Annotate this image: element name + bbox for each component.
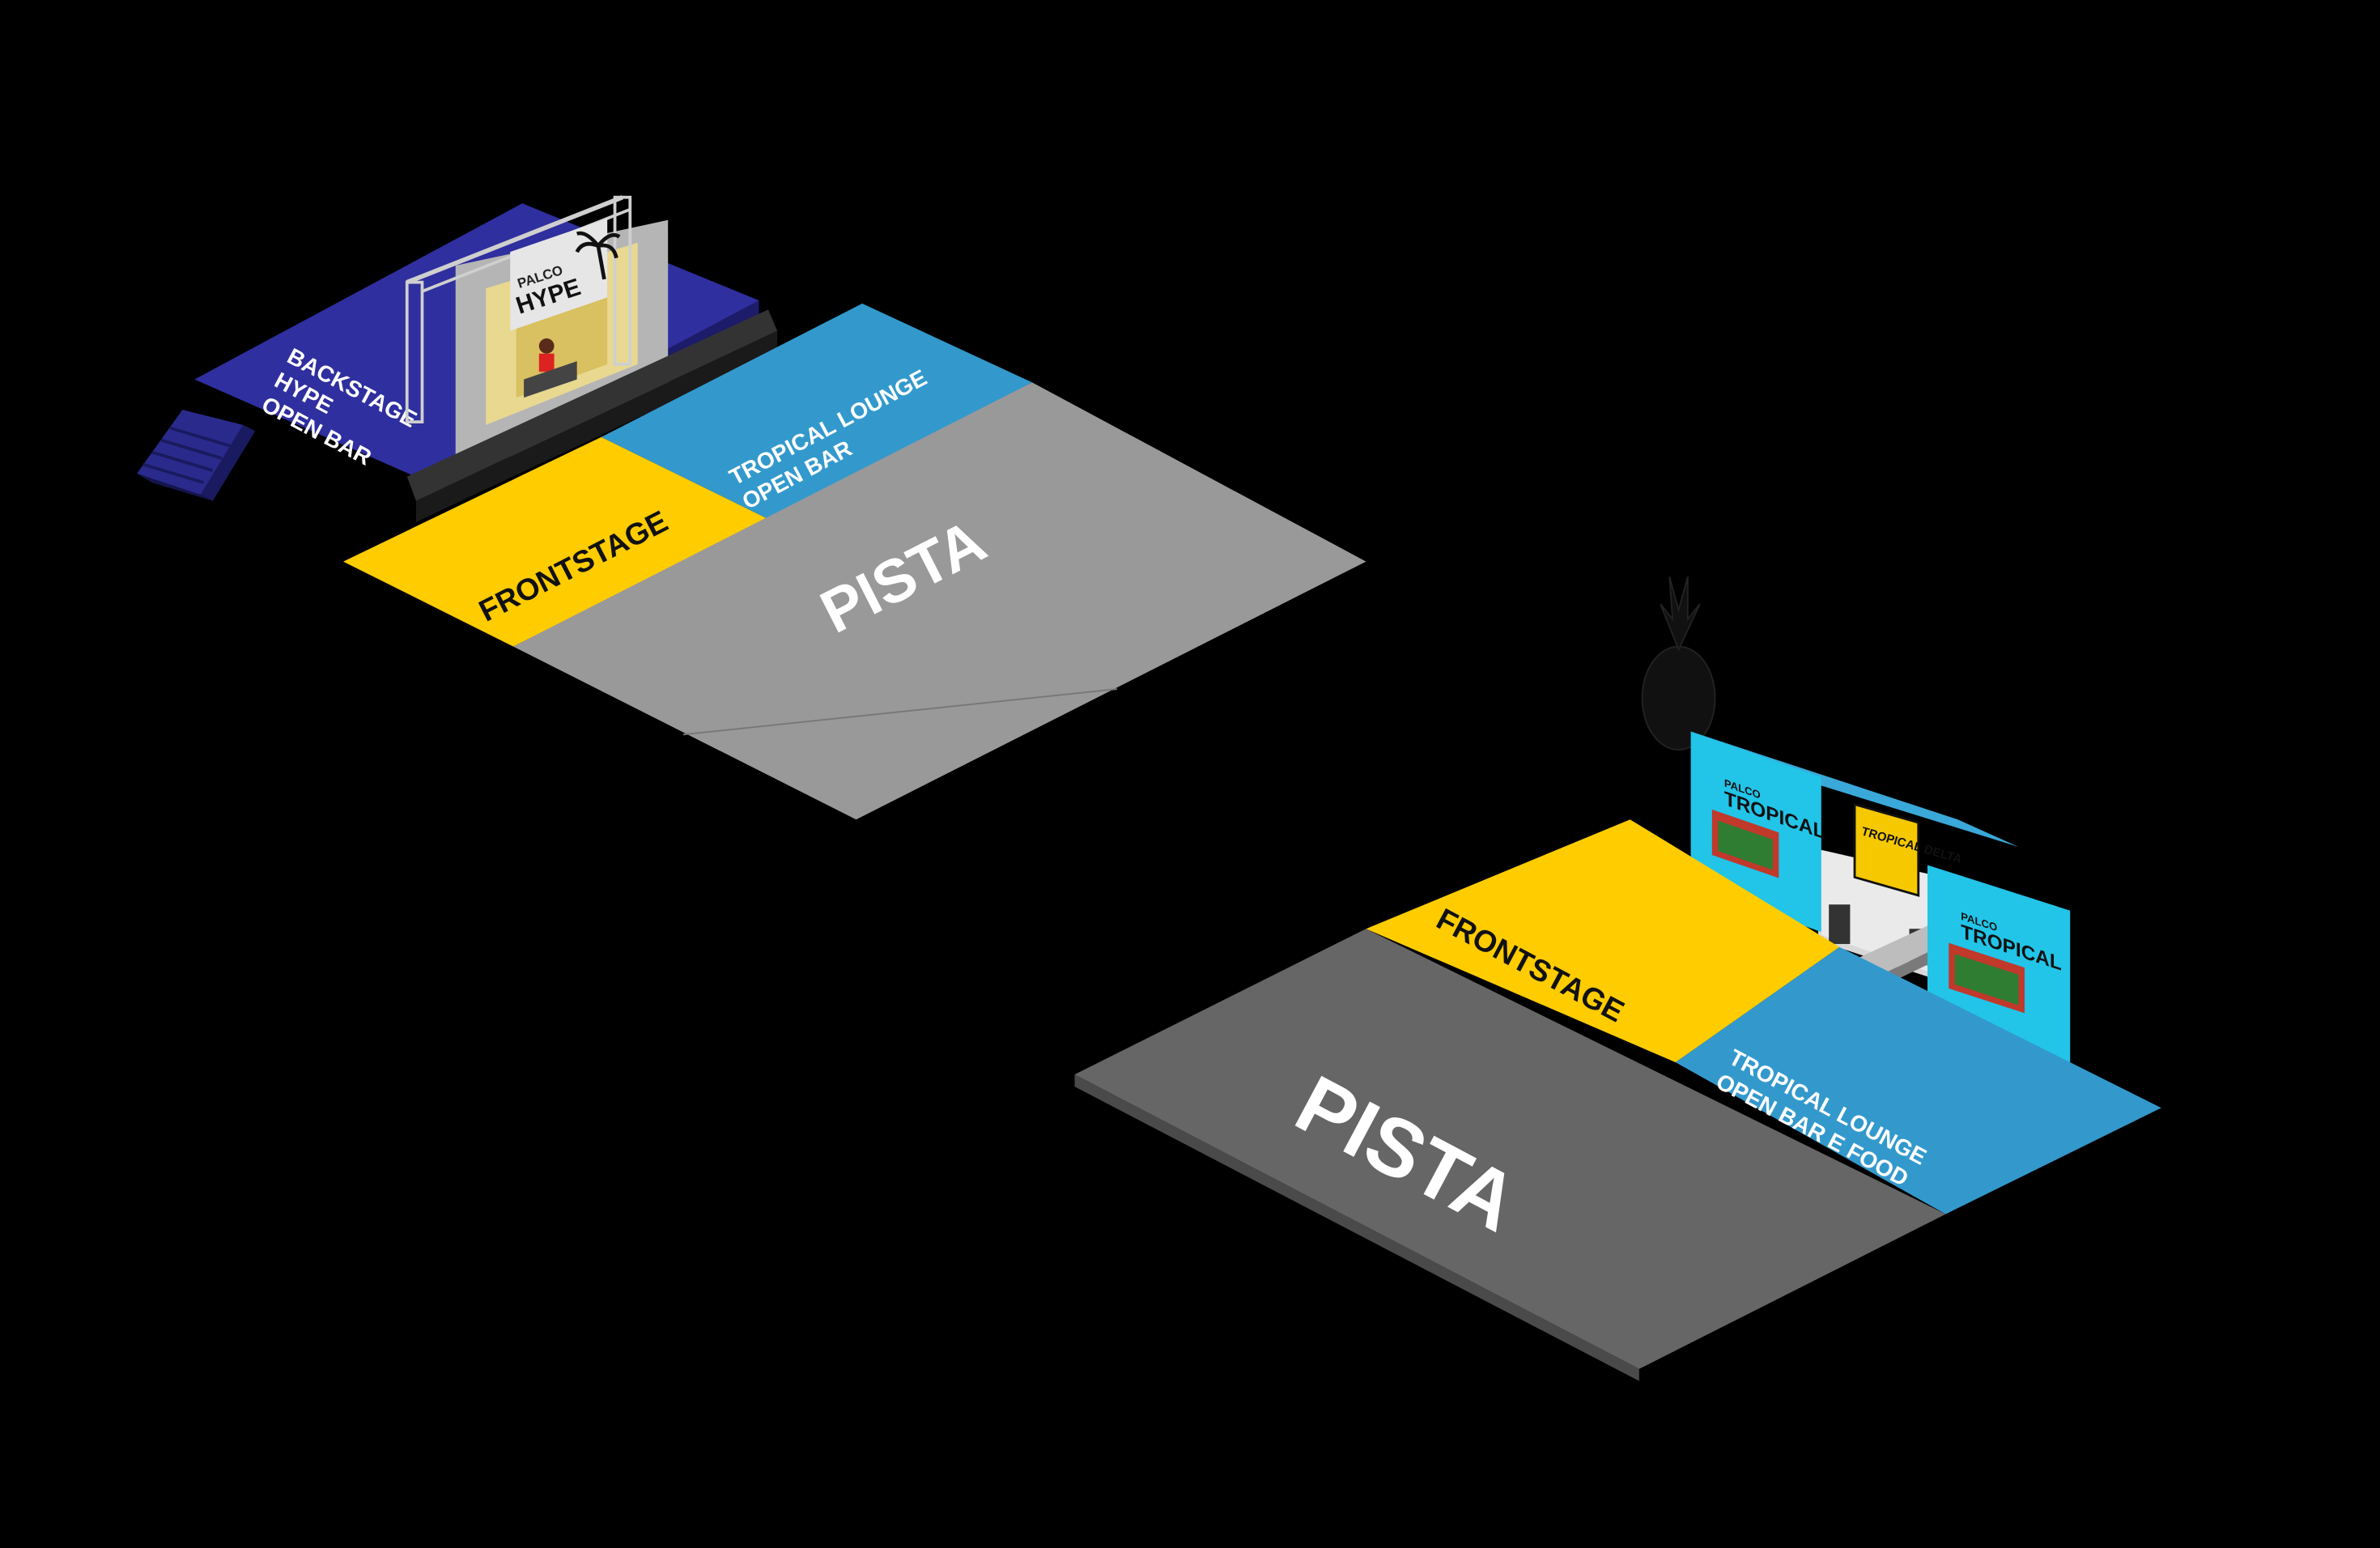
- hype-logo-panel: PALCO HYPE: [510, 218, 621, 331]
- stage-1-area: BACKSTAGE HYPE OPEN BAR PALCO: [137, 195, 1366, 820]
- frontstage-zone-1[interactable]: FRONTSTAGE: [343, 436, 768, 647]
- palm-tree-icon: [575, 231, 621, 280]
- speaker-array-1: [406, 309, 778, 522]
- pineapple-icon: [1641, 576, 1716, 751]
- stage-2-area: PALCO TROPICAL TROPICAL DELTA PALCO TROP…: [1074, 576, 2161, 1381]
- pista-zone-2[interactable]: PISTA: [1074, 929, 1946, 1381]
- lounge-zone-1[interactable]: TROPICAL LOUNGE OPEN BAR: [601, 303, 1033, 520]
- stairs: [137, 410, 256, 501]
- pista-zone-1[interactable]: PISTA: [512, 382, 1366, 820]
